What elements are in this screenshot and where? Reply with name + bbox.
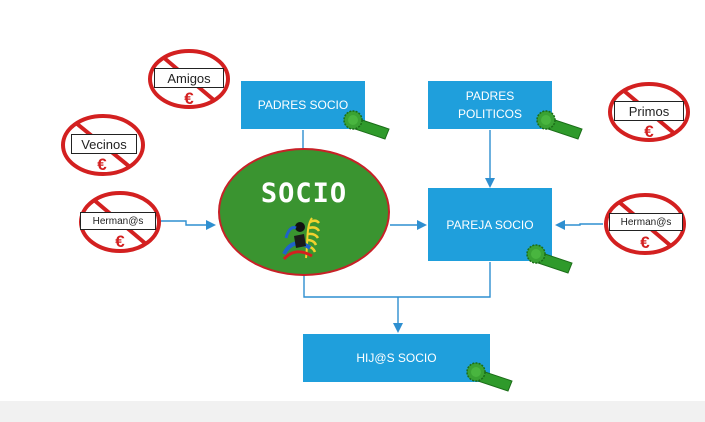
excluded-hermanos-right-label: Herman@s: [609, 213, 683, 231]
node-padres-politicos: PADRES POLITICOS: [428, 81, 552, 129]
award-ribbon-icon: [526, 244, 573, 274]
euro-icon: €: [644, 122, 654, 141]
club-logo-icon: [282, 217, 321, 261]
node-hijos-socio: HIJ@S SOCIO: [303, 334, 490, 382]
excluded-vecinos-label: Vecinos: [71, 134, 137, 154]
euro-icon: €: [115, 232, 125, 251]
node-socio: SOCIO: [218, 148, 390, 276]
arrow-hermanos-to-pareja: [555, 220, 603, 230]
euro-icon: €: [184, 89, 194, 108]
connector-pareja-down: [398, 262, 491, 298]
bottom-band: [0, 401, 705, 422]
node-padres-socio-label: PADRES SOCIO: [257, 98, 349, 112]
node-padres-politicos-label: PADRES POLITICOS: [457, 89, 522, 121]
excluded-hermanos-right: Herman@s €: [603, 192, 687, 256]
excluded-vecinos: Vecinos €: [60, 113, 146, 177]
excluded-amigos-label: Amigos: [154, 68, 224, 88]
excluded-primos-label: Primos: [614, 101, 684, 121]
connector-socio-down: [303, 276, 398, 298]
excluded-hermanos-left-label: Herman@s: [80, 212, 156, 230]
euro-icon: €: [640, 233, 650, 252]
excluded-primos: Primos €: [607, 81, 691, 143]
arrow-hermanos-to-socio: [158, 220, 216, 230]
excluded-hermanos-left: Herman@s €: [78, 190, 162, 254]
node-socio-label: SOCIO: [260, 178, 348, 209]
excluded-amigos: Amigos €: [147, 48, 231, 110]
award-ribbon-icon: [343, 110, 390, 140]
award-ribbon-icon: [466, 362, 513, 392]
euro-icon: €: [97, 155, 107, 174]
award-ribbon-icon: [536, 110, 583, 140]
node-pareja-socio-label: PAREJA SOCIO: [446, 217, 534, 232]
node-hijos-socio-label: HIJ@S SOCIO: [356, 351, 437, 365]
